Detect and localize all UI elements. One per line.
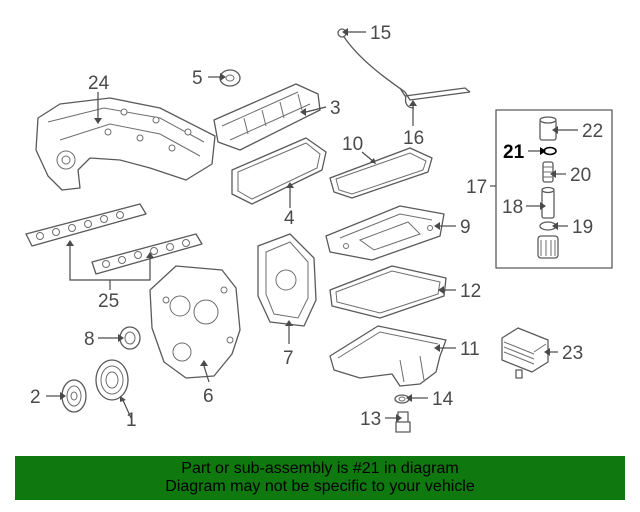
callout-22: 22	[582, 121, 603, 142]
callout-4: 4	[284, 208, 295, 229]
callout-12: 12	[460, 281, 481, 302]
intake-manifold-drawing	[35, 97, 216, 191]
callout-7: 7	[283, 348, 294, 369]
valve-cover-gasket-right-drawing	[329, 147, 433, 199]
info-banner: Part or sub-assembly is #21 in diagram D…	[15, 456, 625, 500]
valve-cover-right-drawing	[325, 205, 445, 261]
oil-cooler-drawing	[501, 327, 549, 379]
banner-line-disclaimer: Diagram may not be specific to your vehi…	[165, 478, 475, 495]
callout-19: 19	[572, 217, 593, 238]
leader-lines	[46, 31, 578, 419]
pulley-drawing	[61, 379, 87, 413]
callout-18: 18	[502, 197, 523, 218]
callout-16: 16	[403, 128, 424, 149]
callout-9: 9	[460, 217, 471, 238]
timing-cover-gasket-drawing	[257, 233, 317, 327]
callout-20: 20	[570, 165, 591, 186]
callout-10: 10	[342, 134, 363, 155]
front-seal-drawing	[119, 326, 141, 350]
filter-element-drawing	[541, 186, 555, 219]
filter-cap-drawing	[539, 116, 557, 141]
intake-gaskets-drawing	[25, 203, 203, 275]
callout-21: 21	[503, 142, 525, 163]
callout-3: 3	[330, 98, 341, 119]
callout-15: 15	[370, 23, 391, 44]
callout-11: 11	[460, 339, 480, 360]
parts-diagram: 1 2 3 4 5 6 7 8 9 10 11 12 13 14 15 16 1…	[25, 23, 613, 433]
callout-8: 8	[84, 329, 95, 350]
drain-washer-drawing	[394, 394, 410, 404]
dipstick-drawing	[337, 28, 471, 109]
callout-6: 6	[203, 386, 214, 407]
callout-14: 14	[432, 389, 454, 410]
callout-17: 17	[466, 177, 487, 198]
callout-2: 2	[30, 387, 41, 408]
callout-23: 23	[562, 343, 583, 364]
callout-25: 25	[98, 291, 119, 312]
banner-line-part: Part or sub-assembly is #21 in diagram	[181, 460, 459, 477]
spring-drawing	[542, 161, 554, 183]
oil-pan-drawing	[329, 325, 447, 387]
breather-cap-drawing	[219, 69, 241, 87]
callout-24: 24	[88, 73, 110, 94]
oil-pan-gasket-drawing	[329, 265, 447, 319]
callout-13: 13	[360, 409, 381, 430]
callout-5: 5	[192, 68, 203, 89]
drain-plug-drawing	[395, 411, 411, 433]
leader-arrowheads	[60, 28, 558, 422]
filter-housing-drawing	[537, 235, 559, 259]
damper-pulley-drawing	[95, 359, 129, 401]
callout-1: 1	[126, 410, 137, 431]
timing-cover-drawing	[149, 265, 241, 379]
valve-cover-gasket-drawing	[231, 137, 327, 205]
oil-filter-kit-box	[495, 109, 613, 269]
valve-cover-drawing	[213, 83, 321, 151]
